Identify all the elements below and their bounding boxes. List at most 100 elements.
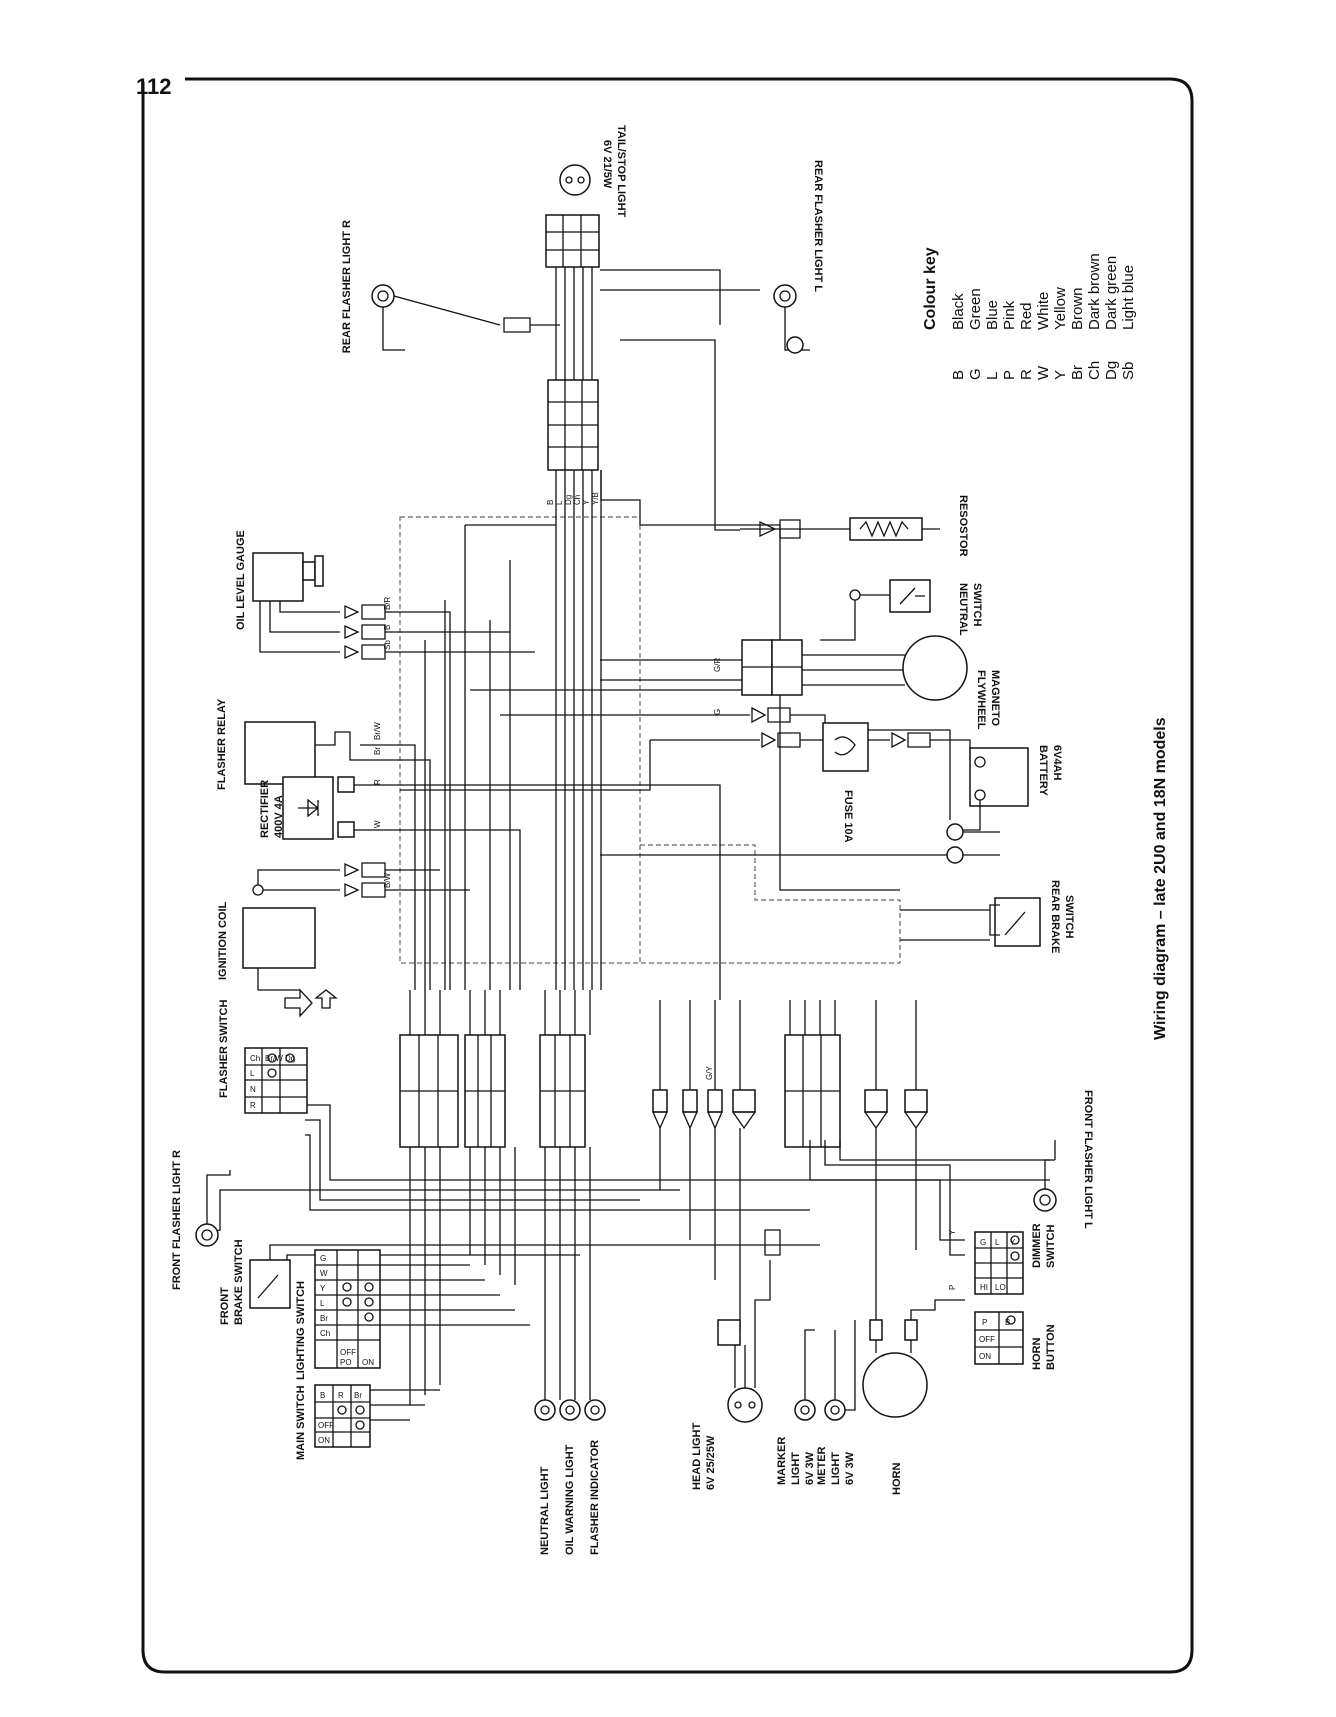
wire-g-connector — [500, 706, 951, 820]
lighting-switch — [314, 1249, 381, 1369]
colour-key-code: P — [1001, 370, 1018, 380]
rear-flasher-light-r-label: REAR FLASHER LIGHT R — [341, 220, 353, 353]
horn-pin-p: P — [982, 1318, 987, 1327]
lighting-pos-po: PO — [340, 1358, 352, 1367]
neutral-switch-label-2: SWITCH — [971, 583, 983, 626]
harness-outline-2 — [640, 844, 901, 964]
head-light — [717, 1229, 781, 1423]
main-pos-off: OFF — [318, 1421, 334, 1430]
oil-warning-light-label: OIL WARNING LIGHT — [564, 1444, 576, 1555]
lighting-pin-g: G — [320, 1254, 326, 1263]
colour-key-name: White — [1035, 292, 1052, 330]
tail-stop-light-spec: 6V 21/5W — [601, 140, 613, 189]
main-pin-r: R — [338, 1391, 344, 1400]
lighting-switch-label: LIGHTING SWITCH — [295, 1281, 307, 1380]
colour-key-code: L — [984, 372, 1001, 380]
trunk-wires — [424, 267, 900, 990]
colour-key-code: G — [967, 368, 984, 380]
dimmer-pin-g: G — [980, 1238, 986, 1247]
flasher-switch-l: L — [250, 1069, 255, 1078]
dimmer-pin-l: L — [995, 1238, 1000, 1247]
rectifier-label: RECTIFIER — [259, 780, 271, 838]
flywheel-magneto-label-2: MAGNETO — [989, 670, 1001, 726]
svg-text:B/R: B/R — [383, 596, 392, 610]
horn-pos-on: ON — [979, 1352, 991, 1361]
wire-labels: B L Dg Ch Y Y/B B/R B Sb Br/W Br R W B/W… — [373, 492, 957, 1290]
rectifier — [282, 776, 721, 1000]
rear-brake-switch-label-1: REAR BRAKE — [1049, 880, 1061, 953]
flasher-switch-n: N — [250, 1085, 256, 1094]
colour-key-name: Dark green — [1103, 256, 1120, 330]
fuse-label: FUSE 10A — [842, 790, 854, 843]
rear-flasher-light-l — [600, 269, 810, 354]
svg-text:G: G — [713, 709, 722, 715]
front-flasher-light-r-label: FRONT FLASHER LIGHT R — [171, 1150, 183, 1290]
flasher-switch-ch: Ch — [250, 1054, 260, 1063]
harness-connector-top — [547, 379, 599, 471]
meter-light-label-2: LIGHT — [830, 1452, 842, 1485]
svg-text:Y: Y — [582, 499, 591, 505]
svg-text:W: W — [373, 820, 382, 828]
colour-key-name: Green — [967, 288, 984, 330]
resistor-label: RESOSTOR — [957, 495, 969, 557]
magneto-connector — [470, 635, 968, 701]
indicator-lamps — [534, 1399, 606, 1421]
colour-key-code: W — [1035, 365, 1052, 380]
marker-light — [794, 1329, 816, 1421]
flasher-switch-brw: Br/W — [265, 1054, 283, 1063]
neutral-light-label: NEUTRAL LIGHT — [539, 1466, 551, 1555]
dimmer-pos-hi: HI — [980, 1283, 988, 1292]
horn-button — [974, 1311, 1024, 1365]
horn-button-label-2: BUTTON — [1045, 1324, 1057, 1370]
colour-key-name: Dark brown — [1086, 253, 1103, 330]
harness-outline — [399, 516, 641, 964]
front-brake-switch — [249, 1259, 291, 1309]
svg-text:B: B — [383, 625, 392, 630]
front-brake-switch-label-2: BRAKE SWITCH — [233, 1239, 245, 1325]
ignition-coil — [242, 862, 470, 1018]
lighting-pin-ch: Ch — [320, 1329, 330, 1338]
svg-text:L: L — [555, 500, 564, 505]
svg-text:Y/B: Y/B — [591, 492, 600, 505]
flasher-switch-dg: Dg — [285, 1054, 295, 1063]
colour-key-name: Brown — [1069, 287, 1086, 330]
meter-light-label-1: METER — [816, 1446, 828, 1485]
head-light-label: HEAD LIGHT — [691, 1423, 703, 1491]
rear-brake-switch — [900, 897, 1041, 947]
colour-key-code: Sb — [1120, 362, 1137, 380]
neutral-switch — [820, 579, 931, 641]
main-switch — [314, 1384, 371, 1448]
dimmer-pos-lo: LO — [995, 1283, 1006, 1292]
colour-key-name: Yellow — [1052, 287, 1069, 330]
colour-key: Colour key BBlackGGreenLBluePPinkRRedWWh… — [922, 247, 1137, 380]
head-light-spec: 6V 25/25W — [705, 1435, 717, 1490]
marker-light-spec: 6V 3W — [804, 1451, 816, 1485]
diagram-caption: Wiring diagram – late 2U0 and 18N models — [1152, 717, 1169, 1040]
flywheel-magneto-label-1: FLYWHEEL — [975, 670, 987, 730]
rear-flasher-light-r — [371, 284, 560, 351]
main-switch-label: MAIN SWITCH — [295, 1385, 307, 1460]
lighting-pos-on: ON — [362, 1358, 374, 1367]
front-flasher-light-l — [1033, 1140, 1057, 1212]
svg-text:Dg: Dg — [564, 495, 573, 505]
colour-key-title: Colour key — [922, 247, 939, 330]
resistor — [740, 517, 940, 541]
fuse — [400, 722, 971, 791]
svg-text:R: R — [373, 779, 382, 785]
lighting-pin-y: Y — [320, 1284, 326, 1293]
front-brake-switch-label-1: FRONT — [219, 1287, 231, 1325]
dimmer-switch — [974, 1231, 1024, 1295]
svg-text:P: P — [948, 1285, 957, 1290]
tail-stop-light — [545, 164, 600, 268]
rear-flasher-light-l-label: REAR FLASHER LIGHT L — [812, 160, 824, 292]
flasher-switch — [244, 1047, 308, 1114]
neutral-switch-label-1: NEUTRAL — [957, 583, 969, 636]
colour-key-code: B — [950, 370, 967, 380]
flasher-indicator-label: FLASHER INDICATOR — [589, 1440, 601, 1555]
svg-text:B: B — [546, 500, 555, 505]
dimmer-switch-label-2: SWITCH — [1045, 1225, 1057, 1268]
battery-spec: 6V4AH — [1051, 745, 1063, 781]
flasher-switch-r: R — [250, 1101, 256, 1110]
battery-label: BATTERY — [1037, 745, 1049, 796]
meter-light — [824, 1320, 856, 1421]
